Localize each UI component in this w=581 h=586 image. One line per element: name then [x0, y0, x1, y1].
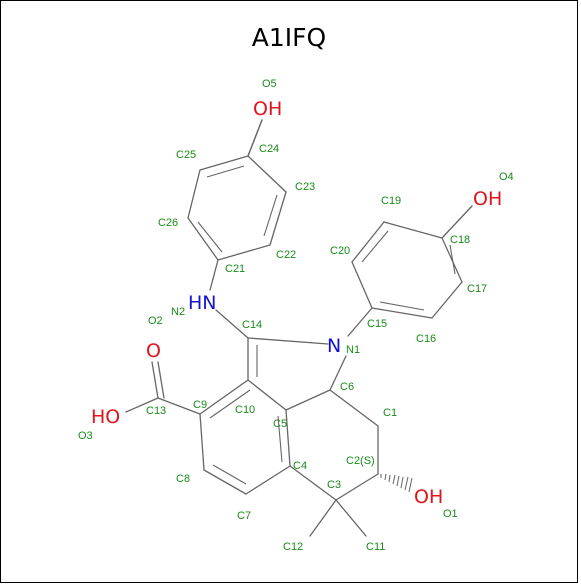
stereo-hash-bond: [380, 473, 413, 493]
atom-label-c22: C22: [276, 249, 296, 261]
oh-top-label: OH: [253, 98, 282, 120]
ho-acid-label: HO: [91, 406, 120, 428]
atom-label-c6: C6: [340, 381, 354, 393]
atom-label-c17: C17: [467, 283, 487, 295]
atom-label-o3: O3: [78, 430, 93, 442]
atom-label-o4: O4: [499, 171, 514, 183]
atom-label-c15: C15: [367, 318, 387, 330]
atom-label-c2s: C2(S): [346, 455, 375, 467]
atom-label-n2: N2: [171, 306, 185, 318]
oh-right-label: OH: [473, 188, 502, 210]
oh-ring-label: OH: [414, 486, 443, 508]
atom-label-c14: C14: [242, 319, 262, 331]
carbonyl-o-label: O: [146, 340, 161, 362]
atom-label-c24: C24: [259, 143, 279, 155]
atom-label-o1: O1: [443, 508, 458, 520]
atom-label-c18: C18: [450, 234, 470, 246]
diagram-title: A1IFQ: [252, 23, 326, 52]
atom-label-c13: C13: [146, 405, 166, 417]
atom-label-c9: C9: [193, 399, 207, 411]
atom-label-c25: C25: [176, 149, 196, 161]
atom-label-c26: C26: [158, 217, 178, 229]
atom-label-c11: C11: [366, 541, 385, 553]
atom-label-c5: C5: [273, 418, 287, 430]
atom-label-c3: C3: [327, 479, 341, 491]
atom-label-c20: C20: [330, 245, 350, 257]
atom-label-c1: C1: [383, 407, 397, 419]
atom-label-o5: O5: [262, 78, 277, 90]
atom-label-c12: C12: [283, 541, 303, 553]
atom-label-c19: C19: [381, 195, 401, 207]
n1-label: N: [327, 335, 341, 357]
atom-labels: O5 C25 C24 C23 C26 C22 C21 O4 C19 C18 C2…: [78, 78, 514, 553]
atom-label-c8: C8: [176, 473, 190, 485]
atom-label-c21: C21: [225, 263, 245, 275]
atom-label-c7: C7: [237, 510, 251, 522]
atom-label-c10: C10: [235, 404, 255, 416]
atom-label-c4: C4: [293, 460, 307, 472]
atom-label-c16: C16: [416, 333, 436, 345]
bonds: [125, 119, 473, 537]
atom-label-o2: O2: [148, 315, 163, 327]
atom-label-n1: N1: [346, 344, 360, 356]
hn-label: HN: [188, 292, 217, 314]
atom-label-c23: C23: [295, 181, 315, 193]
